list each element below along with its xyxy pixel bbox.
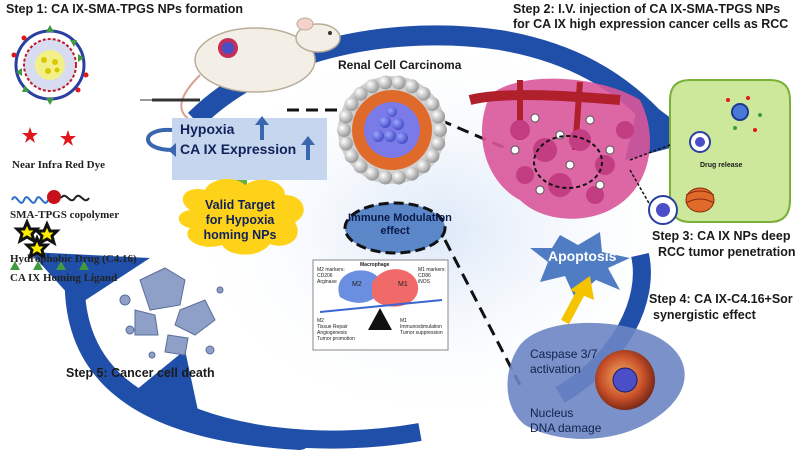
- bead: [433, 123, 447, 137]
- immune-modulation-label: Immune Modulation effect: [348, 212, 452, 238]
- step2-label-line1: Step 2: I.V. injection of CA IX-SMA-TPGS…: [513, 2, 781, 16]
- bead: [404, 79, 419, 94]
- m2-markers-line1: M2 markers:: [317, 267, 345, 273]
- bead: [338, 136, 353, 151]
- bead: [431, 109, 446, 124]
- m1-markers-line1: M1 markers:: [418, 267, 446, 273]
- m2-effects-line1: M2: [317, 318, 324, 324]
- nanoparticle-illustration: [11, 25, 89, 105]
- step4-label-line1: Step 4: CA IX-C4.16+Sor: [649, 292, 793, 306]
- renal-cell-carcinoma-sphere: [337, 75, 447, 185]
- immune-modulation-ellipse: [343, 201, 447, 255]
- bead: [416, 159, 431, 174]
- apoptosis-star: [530, 232, 630, 298]
- step2-label-line2: for CA IX high expression cancer cells a…: [513, 17, 789, 31]
- legend-copolymer: SMA-TPGS copolymer: [10, 209, 120, 221]
- m2-effects-line3: Angiogenesis: [317, 330, 348, 336]
- bead: [378, 170, 393, 185]
- bead: [344, 97, 359, 111]
- m1-effects-line1: M1: [400, 318, 407, 324]
- macrophage-m2: M2: [352, 281, 362, 288]
- m1-effects: M1 Immunostimulation Tumor suppression: [400, 318, 443, 336]
- legend-ligand: CA IX Homing Ligand: [10, 272, 118, 284]
- step5-label: Step 5: Cancer cell death: [66, 366, 215, 380]
- mouse-illustration: [140, 17, 341, 121]
- caspase-label: Caspase 3/7 activation: [530, 347, 597, 377]
- bead: [353, 86, 368, 101]
- caix-expression-label: CA IX Expression: [180, 141, 297, 157]
- valid-target-line3: homing NPs: [203, 228, 277, 242]
- immune-line1: Immune Modulation: [348, 212, 452, 224]
- m1-markers: M1 markers: CD86 iNOS: [418, 267, 446, 285]
- legend-icons: [10, 127, 90, 270]
- m1-effects-line2: Immunostimulation: [400, 324, 442, 330]
- nucleus-label: Nucleus DNA damage: [530, 406, 601, 436]
- bead: [337, 123, 351, 137]
- immune-line2: effect: [380, 225, 410, 237]
- bead: [338, 109, 353, 124]
- bead: [425, 97, 440, 111]
- bead: [353, 159, 368, 174]
- m2-effects-line4: Tumor promotion: [317, 336, 355, 342]
- macrophage-title: Macrophage: [360, 262, 390, 268]
- step1-label: Step 1: CA IX-SMA-TPGS NPs formation: [6, 2, 244, 16]
- macrophage-m1: M1: [398, 281, 408, 288]
- bead: [378, 75, 393, 90]
- apoptosis-arrow: [561, 276, 594, 325]
- valid-target-cloud: [178, 178, 304, 255]
- tumor-tissue: [468, 78, 650, 219]
- caspase-line1: Caspase 3/7: [530, 347, 598, 361]
- rcc-label: Renal Cell Carcinoma: [338, 58, 462, 72]
- nucleus-line1: Nucleus: [530, 406, 574, 420]
- legend-drug: Hydrophobic Drug (C4.16): [10, 253, 137, 265]
- cancer-cell-penetration: [629, 79, 791, 225]
- step4-label-line2: synergistic effect: [653, 308, 756, 322]
- apoptosis-label: Apoptosis: [548, 248, 617, 264]
- bead: [391, 170, 406, 185]
- bead: [344, 149, 359, 163]
- bead: [404, 166, 419, 181]
- valid-target-line2: for Hypoxia: [205, 213, 275, 227]
- caspase-line2: activation: [530, 362, 581, 376]
- bead: [365, 166, 380, 181]
- m1-effects-line3: Tumor suppression: [400, 330, 443, 336]
- bead: [431, 136, 446, 151]
- step3-label-line2: RCC tumor penetration: [658, 245, 796, 259]
- step4-cell: [507, 322, 685, 439]
- bead: [365, 79, 380, 94]
- m1-markers-line3: iNOS: [418, 279, 430, 285]
- hypoxia-label: Hypoxia: [180, 121, 235, 137]
- nucleus-line2: DNA damage: [530, 421, 602, 435]
- bead: [391, 75, 406, 90]
- bead: [425, 149, 440, 163]
- m2-markers: M2 markers: CD206 Arginase: [317, 267, 345, 285]
- bead: [416, 86, 431, 101]
- m2-effects-line2: Tissue Repair: [317, 324, 348, 330]
- m2-effects: M2 Tissue Repair Angiogenesis Tumor prom…: [317, 318, 355, 342]
- drug-release-label: Drug release: [700, 162, 743, 169]
- valid-target-line1: Valid Target: [205, 198, 275, 212]
- valid-target-label: Valid Target for Hypoxia homing NPs: [200, 198, 280, 243]
- legend-dye: Near Infra Red Dye: [12, 159, 105, 171]
- m1-markers-line2: CD86: [418, 273, 431, 279]
- m2-markers-line2: CD206: [317, 273, 333, 279]
- m2-markers-line3: Arginase: [317, 279, 337, 285]
- step3-label-line1: Step 3: CA IX NPs deep: [652, 229, 791, 243]
- cancer-cell-debris: [119, 267, 224, 359]
- macrophage-panel: [312, 259, 449, 351]
